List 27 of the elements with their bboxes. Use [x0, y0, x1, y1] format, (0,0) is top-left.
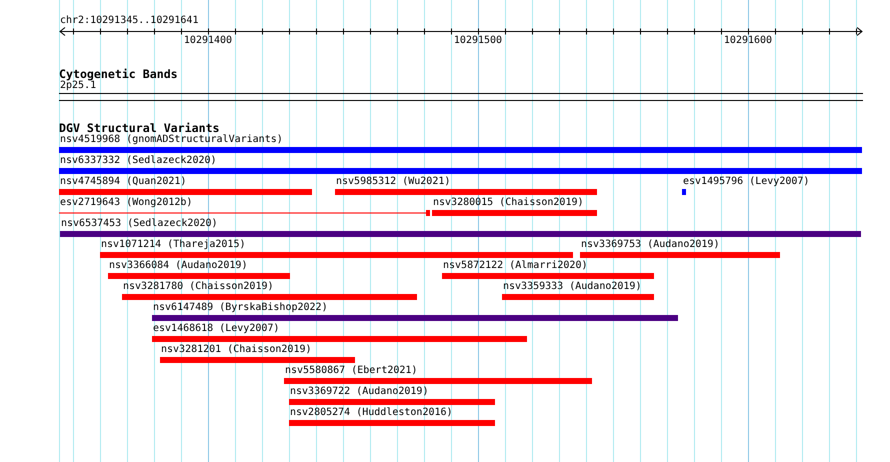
variant-label: nsv1071214 (Thareja2015) — [101, 239, 246, 251]
variant-label: nsv4745894 (Quan2021) — [60, 176, 186, 188]
variant-label: esv1468618 (Levy2007) — [153, 323, 280, 335]
variant-label: nsv3359333 (Audano2019) — [503, 281, 642, 293]
variant-label: esv2719643 (Wong2012b) — [60, 197, 192, 209]
location-label: chr2:10291345..10291641 — [60, 15, 198, 27]
variant-label: nsv2805274 (Huddleston2016) — [290, 407, 453, 419]
variant-label: esv1495796 (Levy2007) — [683, 176, 810, 188]
variant-label: nsv3369722 (Audano2019) — [290, 386, 428, 398]
variant-label: nsv5872122 (Almarri2020) — [443, 260, 588, 272]
tick-label: 10291500 — [454, 35, 502, 47]
variant-label: nsv3281201 (Chaisson2019) — [161, 344, 312, 356]
variant-label: nsv5985312 (Wu2021) — [336, 176, 450, 188]
variant-label: nsv6537453 (Sedlazeck2020) — [61, 218, 218, 230]
variant-label: nsv6147489 (ByrskaBishop2022) — [153, 302, 328, 314]
tick-label: 10291400 — [184, 35, 232, 47]
band-label: 2p25.1 — [60, 80, 96, 92]
variant-label: nsv5580867 (Ebert2021) — [285, 365, 418, 377]
tick-label: 10291600 — [724, 35, 772, 47]
variant-label: nsv3281780 (Chaisson2019) — [123, 281, 274, 293]
variant-label: nsv3369753 (Audano2019) — [581, 239, 720, 251]
variant-label: nsv3280015 (Chaisson2019) — [433, 197, 584, 209]
track-title: DGV Structural Variants — [59, 122, 220, 134]
variant-label: nsv3366084 (Audano2019) — [109, 260, 248, 272]
track-title: Cytogenetic Bands — [59, 68, 178, 80]
variant-label: nsv4519968 (gnomADStructuralVariants) — [60, 134, 283, 146]
variant-label: nsv6337332 (Sedlazeck2020) — [60, 155, 217, 167]
